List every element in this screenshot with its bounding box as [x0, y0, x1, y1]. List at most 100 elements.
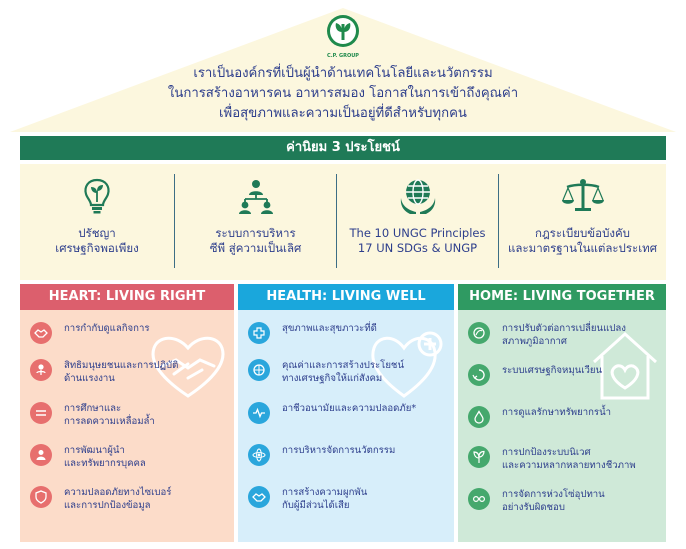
- heart-panel: HEART: LIVING RIGHT การกำกับดูแลกิจการ ส…: [20, 284, 234, 542]
- health-item-stakeholder: การสร้างความผูกพัน กับผู้มีส่วนได้เสีย: [248, 486, 446, 518]
- icon-circle: [468, 364, 490, 386]
- roof-background: [10, 8, 676, 132]
- home-item-text: ระบบเศรษฐกิจหมุนเวียน: [502, 364, 602, 377]
- home-panel-title: HOME: LIVING TOGETHER: [458, 284, 666, 310]
- home-panel: HOME: LIVING TOGETHER การปรับตัวต่อการเป…: [458, 284, 666, 542]
- pillar-ungc: The 10 UNGC Principles 17 UN SDGs & UNGP: [337, 176, 498, 256]
- item-line: การบริหารจัดการนวัตกรรม: [282, 445, 396, 456]
- item-line: การดูแลรักษาทรัพยากรน้ำ: [502, 407, 612, 418]
- icon-circle: [468, 406, 490, 428]
- social-value-icon: [253, 364, 265, 376]
- item-line: การสร้างความผูกพัน: [282, 487, 368, 498]
- heart-plus-watermark-icon: [371, 331, 443, 398]
- pillar-line: ปรัชญา: [78, 226, 116, 240]
- item-line: ทางเศรษฐกิจให้แก่สังคม: [282, 373, 383, 384]
- item-line: สภาพภูมิอากาศ: [502, 336, 567, 347]
- home-item-text: การปกป้องระบบนิเวศ และความหลากหลายทางชีว…: [502, 446, 636, 472]
- item-line: การปกป้องระบบนิเวศ: [502, 447, 591, 458]
- globe-hands-icon: [400, 179, 435, 214]
- item-line: คุณค่าและการสร้างประโยชน์: [282, 360, 405, 371]
- scales-icon: [561, 179, 604, 211]
- pillar-line: และมาตรฐานในแต่ละประเทศ: [507, 241, 658, 255]
- pillar-line: เศรษฐกิจพอเพียง: [55, 241, 139, 255]
- pillar-line: กฎระเบียบข้อบังคับ: [535, 226, 630, 240]
- icon-circle: [30, 486, 52, 508]
- pillar-divider: [498, 174, 499, 268]
- health-item-occupational-safety: อาชีวอนามัยและความปลอดภัย*: [248, 402, 446, 434]
- cyber-shield-icon: [35, 490, 47, 504]
- icon-circle: [468, 446, 490, 468]
- item-line: ความปลอดภัยทางไซเบอร์: [64, 487, 172, 498]
- icon-circle: [248, 486, 270, 508]
- item-line: สิทธิมนุษยชนและการปฏิบัติ: [64, 360, 179, 371]
- pillar-divider: [336, 174, 337, 268]
- health-item-text: อาชีวอนามัยและความปลอดภัย*: [282, 402, 416, 415]
- heart-item-text: ความปลอดภัยทางไซเบอร์ และการปกป้องข้อมูล: [64, 486, 171, 512]
- health-item-wellbeing: สุขภาพและสุขภาวะที่ดี: [248, 322, 446, 354]
- home-item-circular-economy: ระบบเศรษฐกิจหมุนเวียน: [468, 364, 658, 396]
- heart-item-education: การศึกษาและ การลดความเหลื่อมล้ำ: [30, 402, 226, 434]
- health-item-social-value: คุณค่าและการสร้างประโยชน์ ทางเศรษฐกิจให้…: [248, 359, 446, 391]
- mission-line-3: เพื่อสุขภาพและความเป็นอยู่ที่ดีสำหรับทุก…: [219, 106, 467, 121]
- health-panel-title: HEALTH: LIVING WELL: [238, 284, 454, 310]
- heart-item-governance: การกำกับดูแลกิจการ: [30, 322, 226, 354]
- icon-circle: [248, 322, 270, 344]
- innovation-icon: [252, 448, 266, 462]
- pillar-regulations: กฎระเบียบข้อบังคับ และมาตรฐานในแต่ละประเ…: [499, 176, 666, 256]
- cp-logo-mark-icon: [327, 15, 359, 47]
- health-item-text: การบริหารจัดการนวัตกรรม: [282, 444, 395, 457]
- house-heart-watermark-icon: [592, 331, 658, 400]
- cp-logo: C.P. GROUP: [326, 14, 360, 60]
- climate-icon: [473, 327, 485, 339]
- health-panel: HEALTH: LIVING WELL สุขภาพและสุขภาวะที่ด…: [238, 284, 454, 542]
- home-item-climate: การปรับตัวต่อการเปลี่ยนแปลง สภาพภูมิอากา…: [468, 322, 658, 354]
- health-item-text: สุขภาพและสุขภาวะที่ดี: [282, 322, 377, 335]
- heart-item-text: การศึกษาและ การลดความเหลื่อมล้ำ: [64, 402, 155, 428]
- item-line: อย่างรับผิดชอบ: [502, 502, 565, 513]
- people-tree-icon: [36, 364, 46, 375]
- item-line: การพัฒนาผู้นำ: [64, 445, 125, 456]
- item-line: ระบบเศรษฐกิจหมุนเวียน: [502, 365, 603, 376]
- cp-logo-text: C.P. GROUP: [327, 53, 359, 59]
- health-item-innovation: การบริหารจัดการนวัตกรรม: [248, 444, 446, 476]
- bulb-sprout-icon: [84, 178, 110, 214]
- item-line: การศึกษาและ: [64, 403, 122, 414]
- pillar-management: ระบบการบริหาร ซีพี สู่ความเป็นเลิศ: [175, 176, 336, 256]
- icon-circle: [248, 444, 270, 466]
- home-item-text: การจัดการห่วงโซ่อุปทาน อย่างรับผิดชอบ: [502, 488, 605, 514]
- values-banner: ค่านิยม 3 ประโยชน์: [20, 136, 666, 160]
- health-item-text: การสร้างความผูกพัน กับผู้มีส่วนได้เสีย: [282, 486, 367, 512]
- heart-item-cyber-security: ความปลอดภัยทางไซเบอร์ และการปกป้องข้อมูล: [30, 486, 226, 518]
- icon-circle: [248, 402, 270, 424]
- home-item-supply-chain: การจัดการห่วงโซ่อุปทาน อย่างรับผิดชอบ: [468, 488, 658, 520]
- home-item-biodiversity: การปกป้องระบบนิเวศ และความหลากหลายทางชีว…: [468, 446, 658, 478]
- item-line: ด้านแรงงาน: [64, 373, 115, 384]
- icon-circle: [468, 488, 490, 510]
- item-line: การกำกับดูแลกิจการ: [64, 323, 150, 334]
- water-drop-icon: [474, 410, 484, 424]
- item-line: การปรับตัวต่อการเปลี่ยนแปลง: [502, 323, 626, 334]
- equality-icon: [36, 410, 46, 416]
- item-line: กับผู้มีส่วนได้เสีย: [282, 500, 350, 511]
- item-line: และการปกป้องข้อมูล: [64, 500, 151, 511]
- item-line: และความหลากหลายทางชีวภาพ: [502, 460, 636, 471]
- org-chart-icon: [238, 180, 273, 214]
- item-line: อาชีวอนามัยและความปลอดภัย*: [282, 403, 417, 414]
- values-box: [20, 164, 666, 280]
- icon-circle: [248, 359, 270, 381]
- item-line: สุขภาพและสุขภาวะที่ดี: [282, 323, 377, 334]
- heart-hands-watermark-icon: [151, 336, 225, 398]
- handshake-icon: [34, 329, 48, 338]
- icon-circle: [30, 322, 52, 344]
- supply-chain-icon: [472, 495, 486, 503]
- pillar-divider: [174, 174, 175, 268]
- item-line: การลดความเหลื่อมล้ำ: [64, 416, 155, 427]
- item-line: และทรัพยากรบุคคล: [64, 458, 146, 469]
- health-item-text: คุณค่าและการสร้างประโยชน์ ทางเศรษฐกิจให้…: [282, 359, 404, 385]
- home-item-text: การปรับตัวต่อการเปลี่ยนแปลง สภาพภูมิอากา…: [502, 322, 626, 348]
- icon-circle: [30, 359, 52, 381]
- biodiversity-icon: [473, 450, 485, 463]
- home-item-water: การดูแลรักษาทรัพยากรน้ำ: [468, 406, 658, 438]
- heart-item-text: การพัฒนาผู้นำ และทรัพยากรบุคคล: [64, 444, 146, 470]
- mission-line-1: เราเป็นองค์กรที่เป็นผู้นำด้านเทคโนโลยีแล…: [193, 66, 493, 81]
